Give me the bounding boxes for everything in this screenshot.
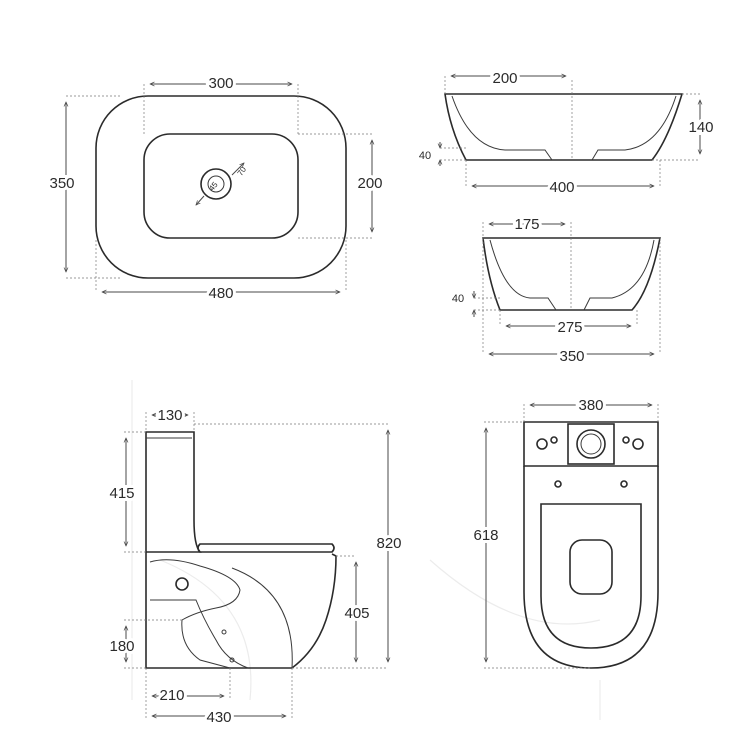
flush-button-outer	[576, 429, 606, 459]
basin-outline	[95, 95, 347, 279]
toilet-top-view: 380 618	[470, 394, 659, 669]
front-top-width-label: 200	[492, 70, 517, 87]
drain-outer-label: 70	[236, 165, 249, 178]
outlet-offset-label: 210	[159, 687, 184, 704]
front-height-label: 140	[688, 119, 713, 136]
hole-right-large	[632, 438, 644, 450]
outlet-height-label: 180	[109, 638, 134, 655]
flush-plate	[567, 423, 615, 465]
toilet-side-view: 130 415 820 405 180 210 430	[106, 404, 404, 729]
cistern-top-outline	[523, 421, 659, 467]
total-depth-label: 430	[206, 709, 231, 726]
basin-side-outline	[482, 237, 661, 311]
hole-left-large	[536, 438, 548, 450]
drain-inner-circle	[207, 175, 225, 193]
basin-front-view: 200 140 40 400	[419, 67, 717, 199]
front-bottom-width-label: 400	[549, 179, 574, 196]
side-base-height-label: 40	[452, 293, 464, 305]
basin-bowl	[143, 133, 299, 239]
basin-side-view: 175 40 275 350	[452, 213, 661, 368]
drain-outer-circle	[200, 168, 232, 200]
seat-top-outline	[540, 503, 642, 649]
basin-width-label: 480	[208, 285, 233, 302]
seat-fix-right	[620, 480, 628, 488]
basin-front-outline	[444, 93, 684, 161]
seat-lid	[197, 543, 335, 553]
basin-top-view: 45 70 300 350 200 480	[46, 72, 385, 305]
seat-height-label: 405	[344, 605, 369, 622]
tank-depth-label: 130	[157, 407, 182, 424]
total-height-label: 820	[376, 535, 401, 552]
side-base-width-label: 275	[557, 319, 582, 336]
watermark	[131, 380, 601, 720]
basin-depth-label: 350	[49, 175, 74, 192]
flush-button-inner	[580, 433, 602, 455]
side-overall-width-label: 350	[559, 348, 584, 365]
side-top-width-label: 175	[514, 216, 539, 233]
drain-inner-label: 45	[207, 180, 220, 193]
bowl-width-label: 300	[208, 75, 233, 92]
front-base-height-label: 40	[419, 150, 431, 162]
hole-left-small	[550, 436, 558, 444]
hole-right-small	[622, 436, 630, 444]
cistern-outline	[145, 431, 202, 553]
toilet-length-label: 618	[473, 527, 498, 544]
bowl-opening	[569, 539, 613, 595]
bowl-body	[145, 552, 337, 669]
tank-height-label: 415	[109, 485, 134, 502]
bowl-top-outline	[523, 466, 659, 669]
bowl-depth-label: 200	[357, 175, 382, 192]
inlet-hole	[175, 577, 189, 591]
toilet-width-label: 380	[578, 397, 603, 414]
seat-fix-left	[554, 480, 562, 488]
